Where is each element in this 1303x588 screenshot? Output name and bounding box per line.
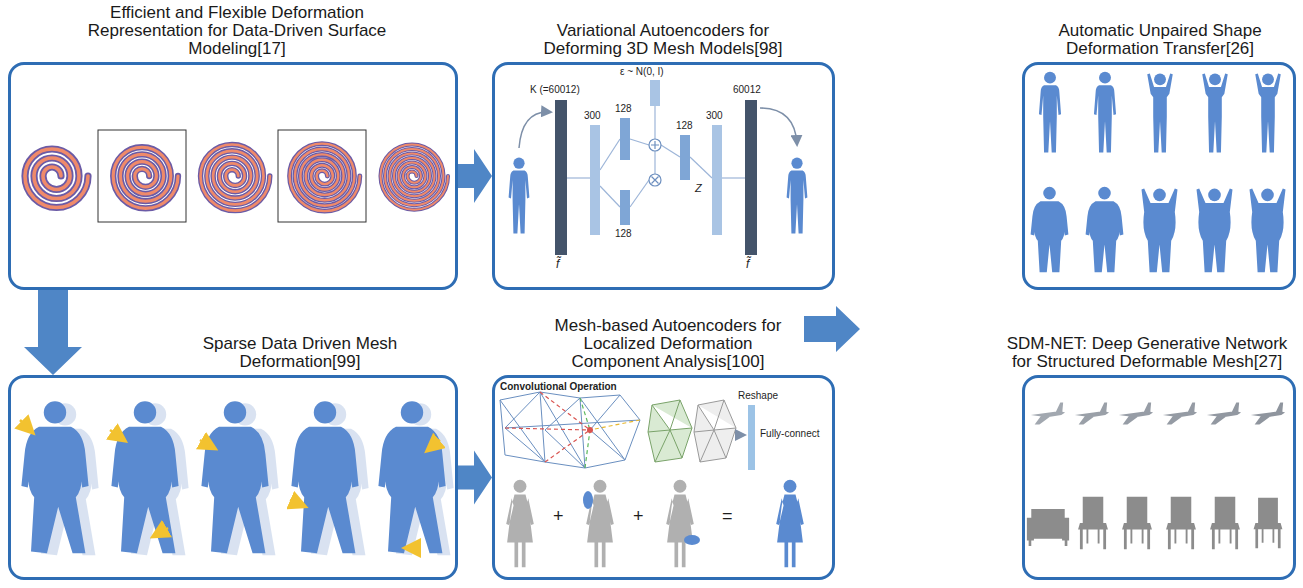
mesh-figure bbox=[787, 158, 808, 234]
sdm-shapes bbox=[1027, 403, 1285, 550]
figure-panel: SDM-NET: Deep Generative Network for Str… bbox=[1022, 375, 1296, 580]
block-arrow bbox=[458, 149, 492, 203]
figure-annotation: f̃ bbox=[556, 258, 559, 272]
figure-annotation: 300 bbox=[706, 110, 723, 122]
mesh-conv-figure bbox=[500, 392, 804, 567]
panel-title: Sparse Data Driven Mesh Deformation[99] bbox=[185, 335, 415, 371]
spiral-row bbox=[25, 130, 448, 222]
figure-panel: Mesh-based Autoencoders for Localized De… bbox=[492, 375, 835, 580]
figure-annotation: Convolutional Operation bbox=[500, 381, 617, 393]
figure-annotation: K (=60012) bbox=[530, 84, 580, 96]
figure-annotation: + bbox=[553, 506, 564, 527]
figure-panel: Sparse Data Driven Mesh Deformation[99] bbox=[8, 375, 458, 580]
figure-annotation: = bbox=[722, 506, 733, 527]
figure-annotation: 60012 bbox=[733, 84, 761, 96]
figure-annotation: f̃ bbox=[746, 258, 749, 272]
figure-annotation: Reshape bbox=[738, 390, 778, 402]
walking-figures bbox=[20, 401, 454, 555]
figure-annotation: 300 bbox=[584, 110, 601, 122]
transfer-figures bbox=[1031, 72, 1286, 273]
vae-network bbox=[509, 80, 808, 255]
block-arrow bbox=[24, 290, 82, 375]
figure-panel: Efficient and Flexible Deformation Repre… bbox=[8, 62, 458, 290]
figure-annotation: Fully-connect bbox=[760, 428, 819, 440]
figure-annotation: 128 bbox=[676, 120, 693, 132]
figure-panel: Variational Autoencoders for Deforming 3… bbox=[492, 62, 835, 290]
panel-title: Mesh-based Autoencoders for Localized De… bbox=[540, 317, 796, 371]
figure-annotation: ε ~ N(0, I) bbox=[620, 66, 664, 78]
block-arrow bbox=[458, 451, 492, 505]
block-arrow bbox=[804, 306, 860, 352]
figure-annotation: 128 bbox=[615, 228, 632, 240]
mesh-figure bbox=[509, 158, 530, 234]
figure-annotation: Z bbox=[695, 182, 702, 195]
figure-panel: Automatic Unpaired Shape Deformation Tra… bbox=[1022, 62, 1296, 290]
panel-title: Variational Autoencoders for Deforming 3… bbox=[518, 22, 808, 58]
panel-title: SDM-NET: Deep Generative Network for Str… bbox=[996, 335, 1298, 371]
figure-annotation: + bbox=[633, 506, 644, 527]
panel-title: Automatic Unpaired Shape Deformation Tra… bbox=[1040, 22, 1280, 58]
panel-title: Efficient and Flexible Deformation Repre… bbox=[67, 4, 407, 58]
figure-annotation: 128 bbox=[615, 103, 632, 115]
